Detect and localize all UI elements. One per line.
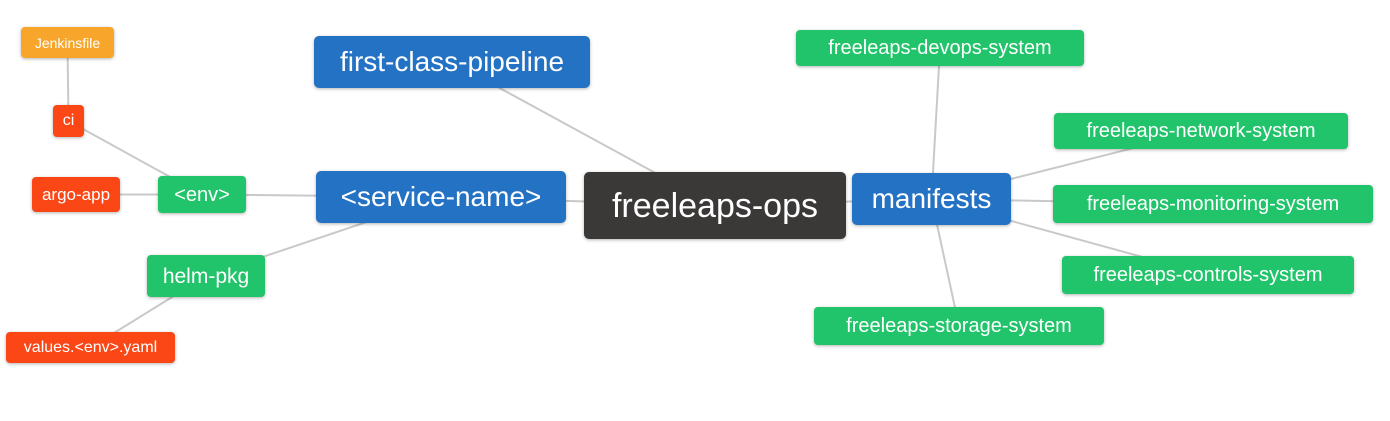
- node-values-env-yaml[interactable]: values.<env>.yaml: [6, 332, 175, 363]
- node-freeleaps-controls-system[interactable]: freeleaps-controls-system: [1062, 256, 1354, 294]
- node-first-class-pipeline[interactable]: first-class-pipeline: [314, 36, 590, 88]
- node-service-name[interactable]: <service-name>: [316, 171, 566, 223]
- node-freeleaps-storage-system[interactable]: freeleaps-storage-system: [814, 307, 1104, 345]
- node-freeleaps-network-system[interactable]: freeleaps-network-system: [1054, 113, 1348, 149]
- node-ci[interactable]: ci: [53, 105, 84, 137]
- node-helm-pkg[interactable]: helm-pkg: [147, 255, 265, 297]
- node-freeleaps-devops-system[interactable]: freeleaps-devops-system: [796, 30, 1084, 66]
- node-manifests[interactable]: manifests: [852, 173, 1011, 225]
- node-env[interactable]: <env>: [158, 176, 246, 213]
- node-argo-app[interactable]: argo-app: [32, 177, 120, 212]
- node-jenkinsfile[interactable]: Jenkinsfile: [21, 27, 114, 58]
- node-freeleaps-ops[interactable]: freeleaps-ops: [584, 172, 846, 239]
- node-freeleaps-monitoring-system[interactable]: freeleaps-monitoring-system: [1053, 185, 1373, 223]
